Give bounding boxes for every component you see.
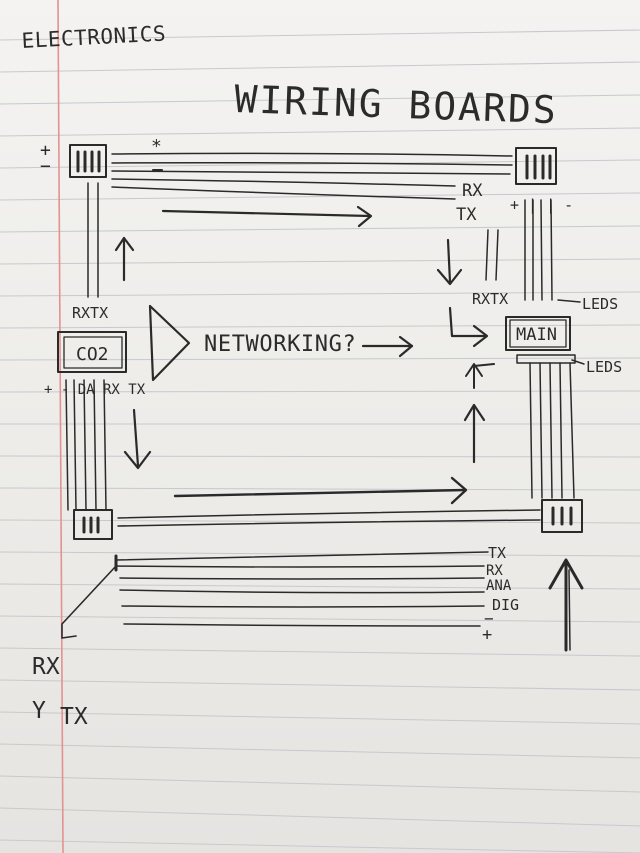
leds-top-wire	[557, 299, 581, 303]
top-right-connector	[515, 147, 557, 185]
bottom-left-connector	[73, 509, 113, 540]
top-plus-label: +	[40, 140, 51, 161]
bottom-dig-label: DIG	[492, 596, 519, 614]
top-minus-label: −	[40, 156, 51, 177]
bottom-ana-label: ANA	[486, 578, 512, 594]
arrow-up-bottom-right	[548, 558, 584, 652]
bottom-minus-label: −	[484, 609, 494, 628]
main-rxtx-label: RXTX	[472, 290, 508, 308]
callout-line	[61, 565, 117, 639]
top-rx-label: RX	[462, 181, 483, 201]
main-vertical-wires-bottom	[516, 354, 576, 499]
top-tx-label: TX	[456, 205, 477, 225]
arrow-down-main	[436, 238, 463, 286]
corner-tx-label: TX	[60, 704, 88, 730]
arrow-down-left	[123, 408, 152, 470]
main-board: MAIN	[505, 316, 571, 351]
top-wires	[111, 152, 513, 200]
arrow-curve-up	[465, 363, 495, 389]
margin-line	[57, 0, 64, 853]
main-board-label: MAIN	[516, 325, 557, 345]
bottom-right-connector	[541, 499, 583, 533]
bottom-connector-wires	[117, 509, 541, 527]
bottom-tx-label: TX	[488, 544, 506, 562]
co2-board-label: CO2	[76, 344, 109, 365]
left-vertical-wires-bottom	[65, 379, 107, 511]
leds-top-label: LEDS	[582, 295, 618, 313]
arrow-right-networking	[361, 335, 414, 358]
networking-triangle	[148, 304, 191, 382]
networking-label: NETWORKING?	[204, 332, 356, 357]
bottom-plus-label: +	[482, 625, 492, 645]
bottom-rx-label: RX	[486, 563, 503, 579]
bottom-wire-bundle	[115, 551, 489, 627]
subject-heading: ELECTRONICS	[21, 21, 167, 53]
corner-rx-label: RX	[32, 654, 60, 680]
top-star-label: *	[151, 136, 162, 157]
page-title: WIRING BOARDS	[234, 77, 559, 132]
arrow-into-main	[448, 306, 489, 348]
leds-bottom-label: LEDS	[586, 358, 622, 376]
ruled-lines	[0, 29, 640, 853]
co2-board: CO2	[57, 331, 127, 373]
top-left-connector	[69, 144, 107, 178]
leds-bottom-wire	[571, 359, 585, 365]
corner-y-label: Y	[32, 698, 46, 724]
co2-rxtx-label: RXTX	[72, 304, 108, 322]
arrow-right-bottom	[173, 476, 468, 505]
left-vertical-wires-top	[87, 182, 99, 298]
arrow-up-left	[114, 236, 135, 282]
arrow-right-top	[161, 205, 373, 228]
main-vertical-wires-top	[485, 199, 553, 301]
arrow-up-main	[463, 403, 486, 464]
